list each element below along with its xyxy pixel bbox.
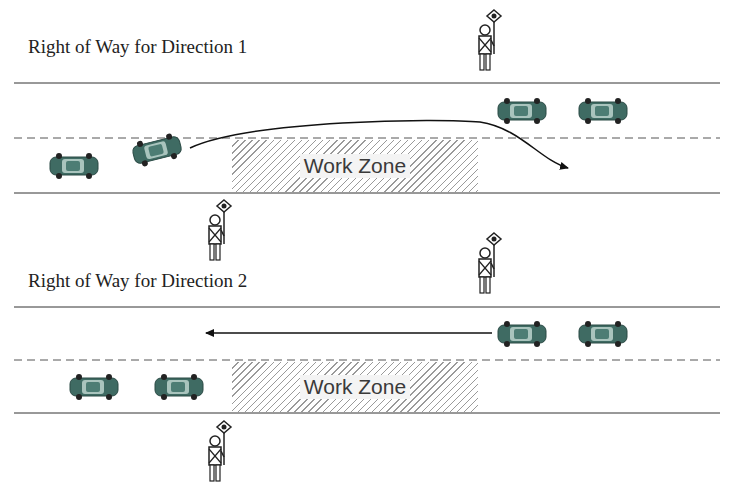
work-zone: Work Zone	[232, 362, 478, 412]
panel-heading: Right of Way for Direction 2	[28, 270, 247, 292]
zone-label: Work Zone	[300, 154, 410, 178]
work-zone: Work Zone	[232, 140, 478, 192]
zone-label: Work Zone	[300, 375, 410, 399]
panel-heading: Right of Way for Direction 1	[28, 36, 247, 58]
